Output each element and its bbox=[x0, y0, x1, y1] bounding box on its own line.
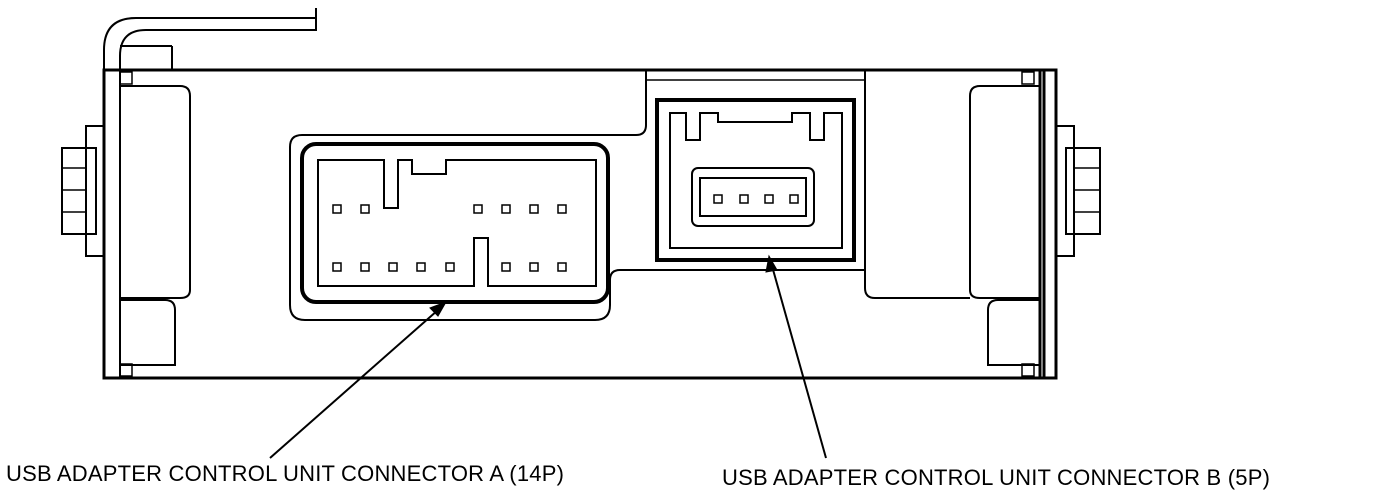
connector-b-5p bbox=[655, 98, 856, 262]
leader-line-connector-b bbox=[765, 254, 827, 459]
connector-a-14p bbox=[300, 142, 610, 304]
unit-housing bbox=[102, 68, 1058, 380]
connector-a-pins bbox=[332, 204, 567, 272]
left-mount-knob bbox=[61, 125, 105, 257]
connector-b-pins bbox=[713, 194, 799, 204]
right-mount-knob bbox=[1055, 125, 1101, 257]
connector-a-label: USB ADAPTER CONTROL UNIT CONNECTOR A (14… bbox=[6, 461, 565, 486]
wire-harness bbox=[103, 8, 317, 378]
leader-line-connector-a bbox=[269, 301, 448, 459]
connector-b-label: USB ADAPTER CONTROL UNIT CONNECTOR B (5P… bbox=[722, 465, 1271, 490]
